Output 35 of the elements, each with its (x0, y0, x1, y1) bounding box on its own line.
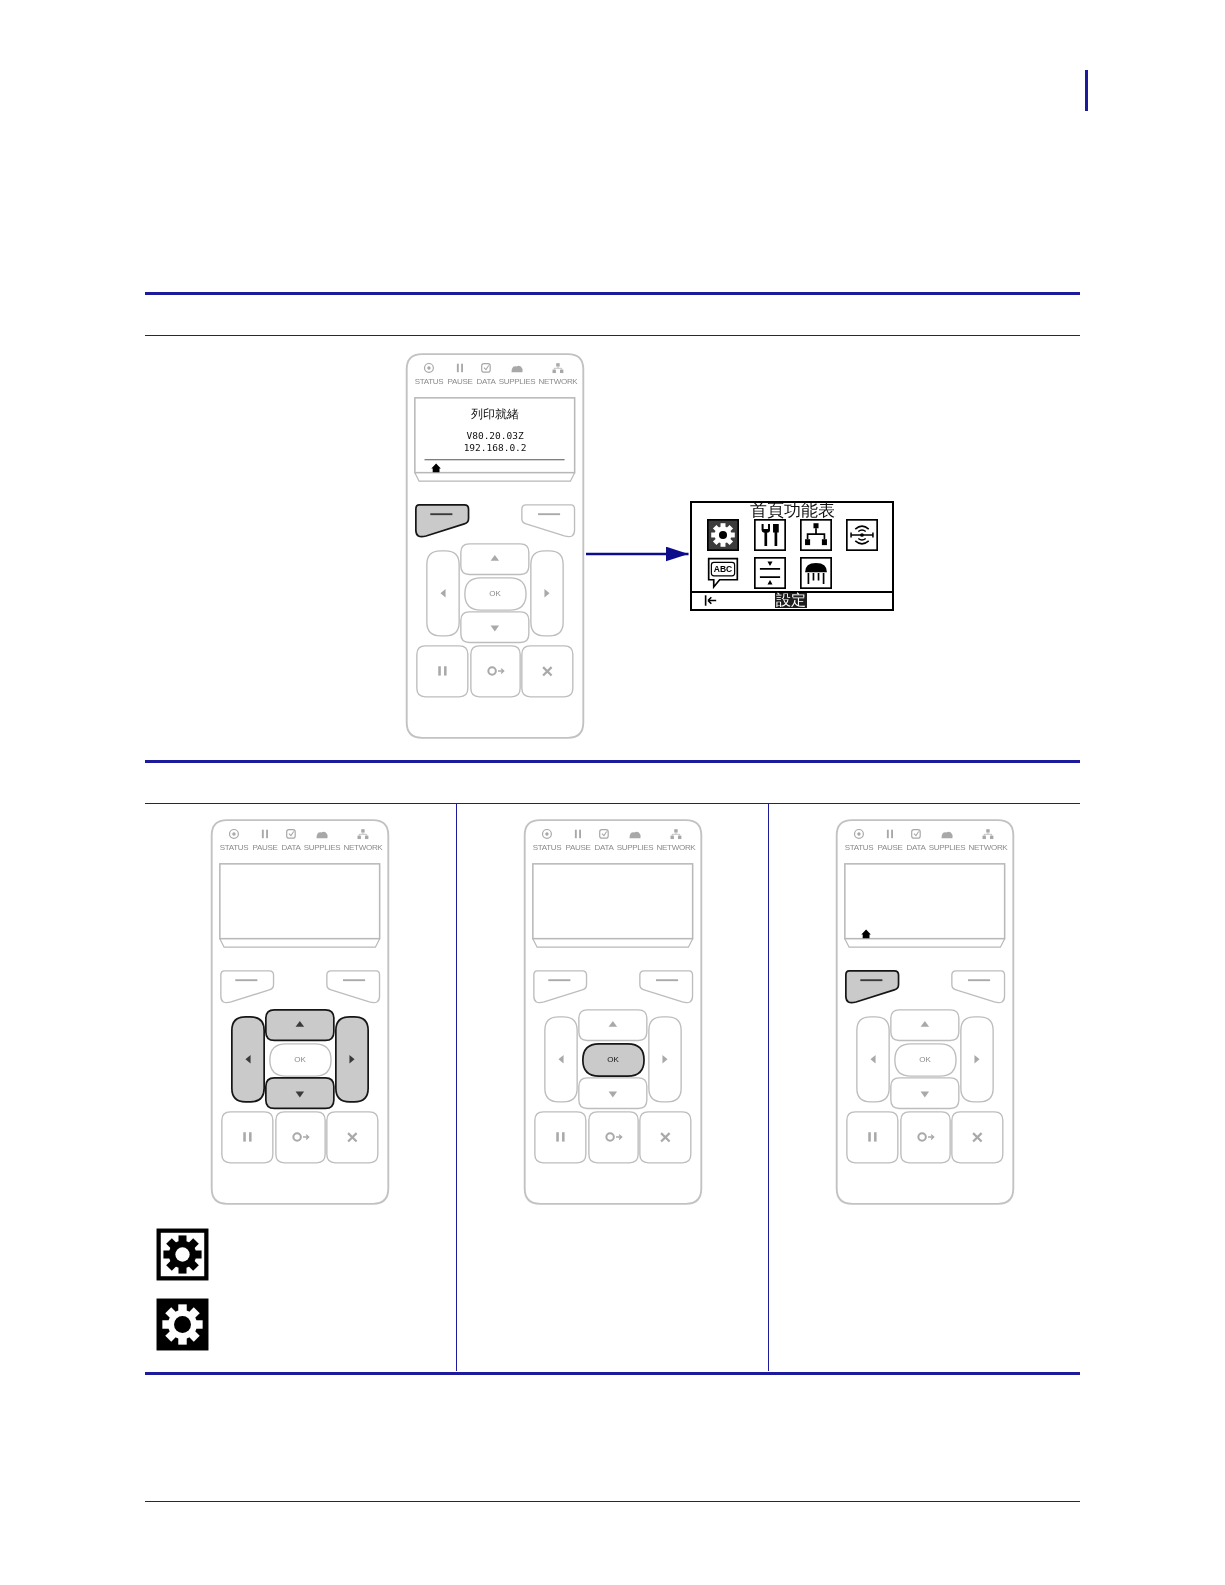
indicator-label: SUPPLIES (498, 377, 536, 386)
indicator-label: PAUSE (447, 377, 473, 386)
indicator-label: NETWORK (656, 843, 696, 852)
indicator-label: STATUS (844, 843, 874, 852)
indicator-label: SUPPLIES (303, 843, 341, 852)
ok-key: OK (581, 1043, 645, 1078)
indicator-label: SUPPLIES (928, 843, 966, 852)
indicator-label: STATUS (219, 843, 249, 852)
indicator-label: PAUSE (252, 843, 278, 852)
indicator-label: SUPPLIES (616, 843, 654, 852)
display-text: 列印就緒 (471, 408, 520, 420)
screen-title: 首頁功能表 (749, 502, 835, 519)
indicator-label: DATA (594, 843, 614, 852)
indicator-label: DATA (476, 377, 496, 386)
ok-key: OK (893, 1043, 957, 1078)
indicator-label: NETWORK (538, 377, 578, 386)
ok-key: OK (268, 1043, 332, 1078)
control-panel (405, 352, 585, 740)
arrow (586, 546, 689, 562)
indicator-label: DATA (906, 843, 926, 852)
indicator-label: PAUSE (877, 843, 903, 852)
indicator-label: STATUS (414, 377, 444, 386)
display-text: 192.168.0.2 (463, 442, 527, 452)
icon-text: ABC (713, 565, 733, 574)
indicator-label: NETWORK (968, 843, 1008, 852)
control-panel (523, 818, 703, 1206)
indicator-label: PAUSE (565, 843, 591, 852)
control-panel (835, 818, 1015, 1206)
indicator-label: NETWORK (343, 843, 383, 852)
control-panel (210, 818, 390, 1206)
indicator-label: STATUS (532, 843, 562, 852)
indicator-label: DATA (281, 843, 301, 852)
menu-screen (690, 501, 894, 611)
display-text: V80.20.03Z (466, 430, 524, 440)
ok-key: OK (463, 577, 527, 612)
